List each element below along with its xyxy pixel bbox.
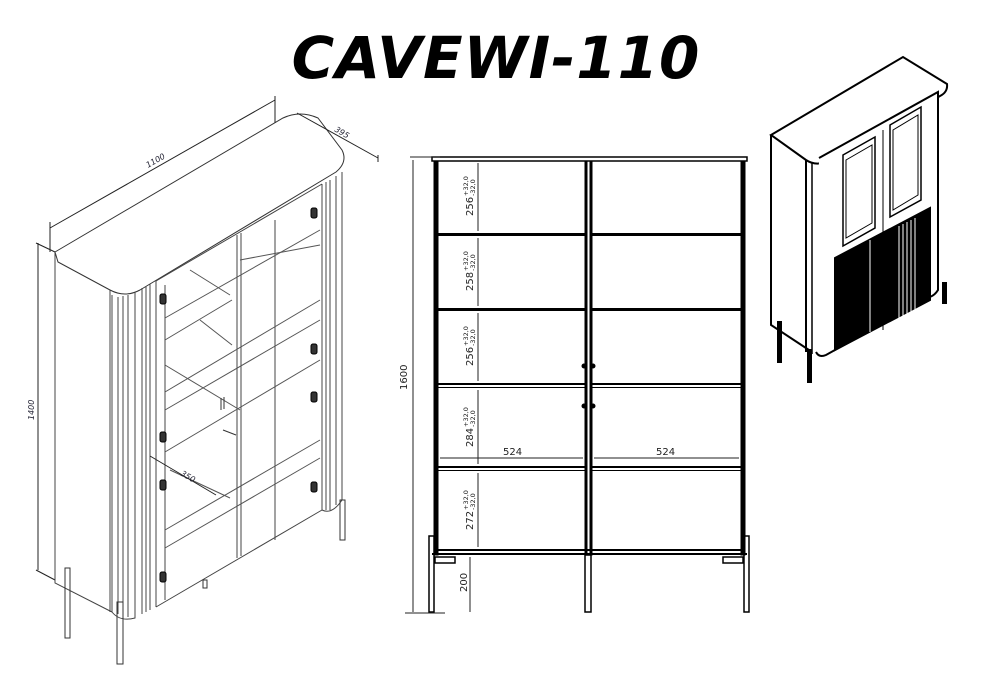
- legs: [64, 499, 346, 665]
- shelf-spacing-tol-plus: +32,0: [462, 176, 470, 196]
- shelf-spacing-value: 256: [465, 197, 476, 216]
- shelf-spacing-value: 272: [465, 511, 476, 530]
- height-label: 1400: [27, 400, 36, 420]
- shelves: [164, 229, 321, 549]
- shelf-spacing-value: 284: [465, 428, 476, 447]
- product-title: CAVEWI-110: [291, 24, 701, 92]
- total-height-label: 1600: [399, 365, 410, 390]
- shelf-spacing-tol-plus: +32,0: [462, 490, 470, 510]
- product-render: [769, 55, 949, 383]
- shelf-spacing-tol-plus: +32,0: [462, 326, 470, 346]
- shelf-spacing-value: 256: [465, 347, 476, 366]
- shelf-spacing-tol-plus: +32,0: [462, 251, 470, 271]
- compartment-width-right-label: 524: [656, 447, 675, 458]
- shelf-spacing-tol-minus: -32,0: [469, 254, 477, 271]
- hinges: [159, 207, 318, 583]
- height-dimension: [35, 242, 56, 581]
- shelf-spacing-tol-plus: +32,0: [462, 407, 470, 427]
- width-label: 1100: [145, 152, 167, 170]
- front-view: [405, 156, 750, 614]
- shelf-spacing-tol-minus: -32,0: [469, 493, 477, 510]
- depth-dimension: [296, 112, 379, 162]
- isometric-view: [35, 96, 379, 665]
- door-knobs: [581, 363, 596, 409]
- leg-height-label: 200: [459, 573, 470, 592]
- front-legs: [428, 535, 750, 613]
- handles: [220, 397, 237, 436]
- width-dimension: [49, 96, 276, 252]
- shelf-spacing-tol-minus: -32,0: [469, 410, 477, 427]
- compartment-width-left-label: 524: [503, 447, 522, 458]
- total-height-dimension: [405, 156, 445, 614]
- shelf-spacing-tol-minus: -32,0: [469, 179, 477, 196]
- shelf-spacing-value: 258: [465, 272, 476, 291]
- front-shelves: [432, 233, 747, 555]
- shelf-depth-dimension: [149, 455, 217, 496]
- shelf-spacing-dimensions: [469, 163, 479, 612]
- shelf-spacing-tol-minus: -32,0: [469, 329, 477, 346]
